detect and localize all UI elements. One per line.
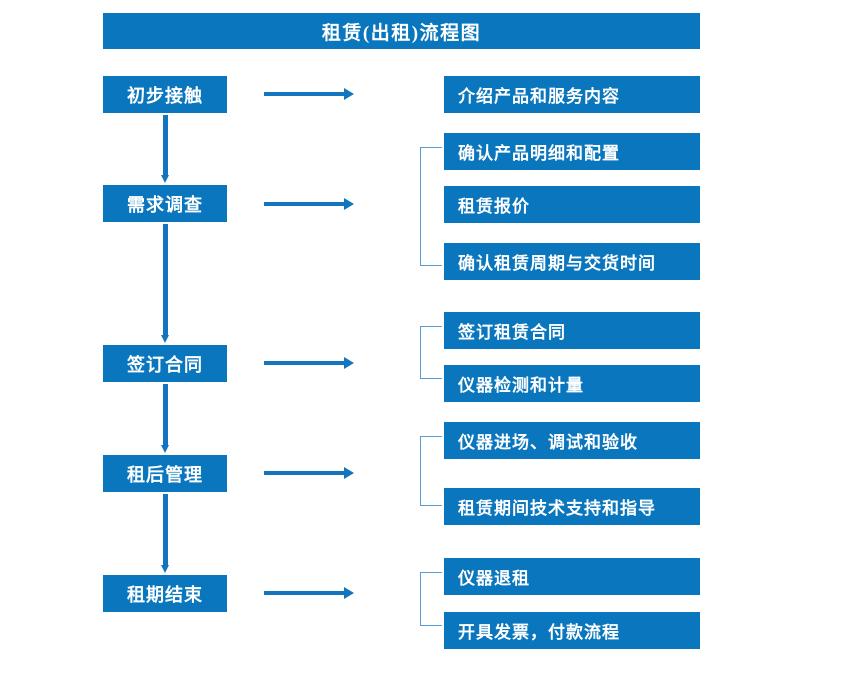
down-arrow-icon-stage4-stage5 — [161, 494, 170, 573]
detail-box-querenzhouqi[interactable]: 确认租赁周期与交货时间 — [444, 243, 700, 280]
stage-box-zuqijieshu[interactable]: 租期结束 — [103, 575, 227, 612]
right-arrow-icon-stage5 — [264, 587, 354, 599]
detail-box-jieshaochanpin[interactable]: 介绍产品和服务内容 — [444, 76, 700, 113]
group-bracket-stage3 — [420, 326, 442, 379]
detail-box-qiandingzulin[interactable]: 签订租赁合同 — [444, 312, 700, 349]
group-bracket-stage5 — [420, 572, 442, 626]
stage-box-zuhouguanli[interactable]: 租后管理 — [103, 455, 227, 492]
detail-box-yiqituizu[interactable]: 仪器退租 — [444, 558, 700, 595]
right-arrow-icon-stage4 — [264, 467, 354, 479]
stage-box-chubujiechu[interactable]: 初步接触 — [103, 76, 227, 113]
detail-box-querenchanpin[interactable]: 确认产品明细和配置 — [444, 133, 700, 170]
right-arrow-icon-stage2 — [264, 198, 354, 210]
stage-box-xuqiudiaocha[interactable]: 需求调查 — [103, 185, 227, 222]
down-arrow-icon-stage2-stage3 — [161, 224, 170, 343]
detail-box-jishuzhichi[interactable]: 租赁期间技术支持和指导 — [444, 488, 700, 525]
right-arrow-icon-stage1 — [264, 88, 354, 100]
detail-box-yiqijinchang[interactable]: 仪器进场、调试和验收 — [444, 422, 700, 459]
detail-box-zulinbaojia[interactable]: 租赁报价 — [444, 186, 700, 223]
group-bracket-stage2 — [420, 147, 442, 266]
detail-box-kaijufapiao[interactable]: 开具发票，付款流程 — [444, 612, 700, 649]
right-arrow-icon-stage3 — [264, 357, 354, 369]
down-arrow-icon-stage3-stage4 — [161, 384, 170, 453]
diagram-title: 租赁(出租)流程图 — [103, 13, 700, 49]
detail-box-yiqijiance[interactable]: 仪器检测和计量 — [444, 365, 700, 402]
down-arrow-icon-stage1-stage2 — [161, 115, 170, 183]
group-bracket-stage4 — [420, 436, 442, 506]
stage-box-qiandinghetong[interactable]: 签订合同 — [103, 345, 227, 382]
